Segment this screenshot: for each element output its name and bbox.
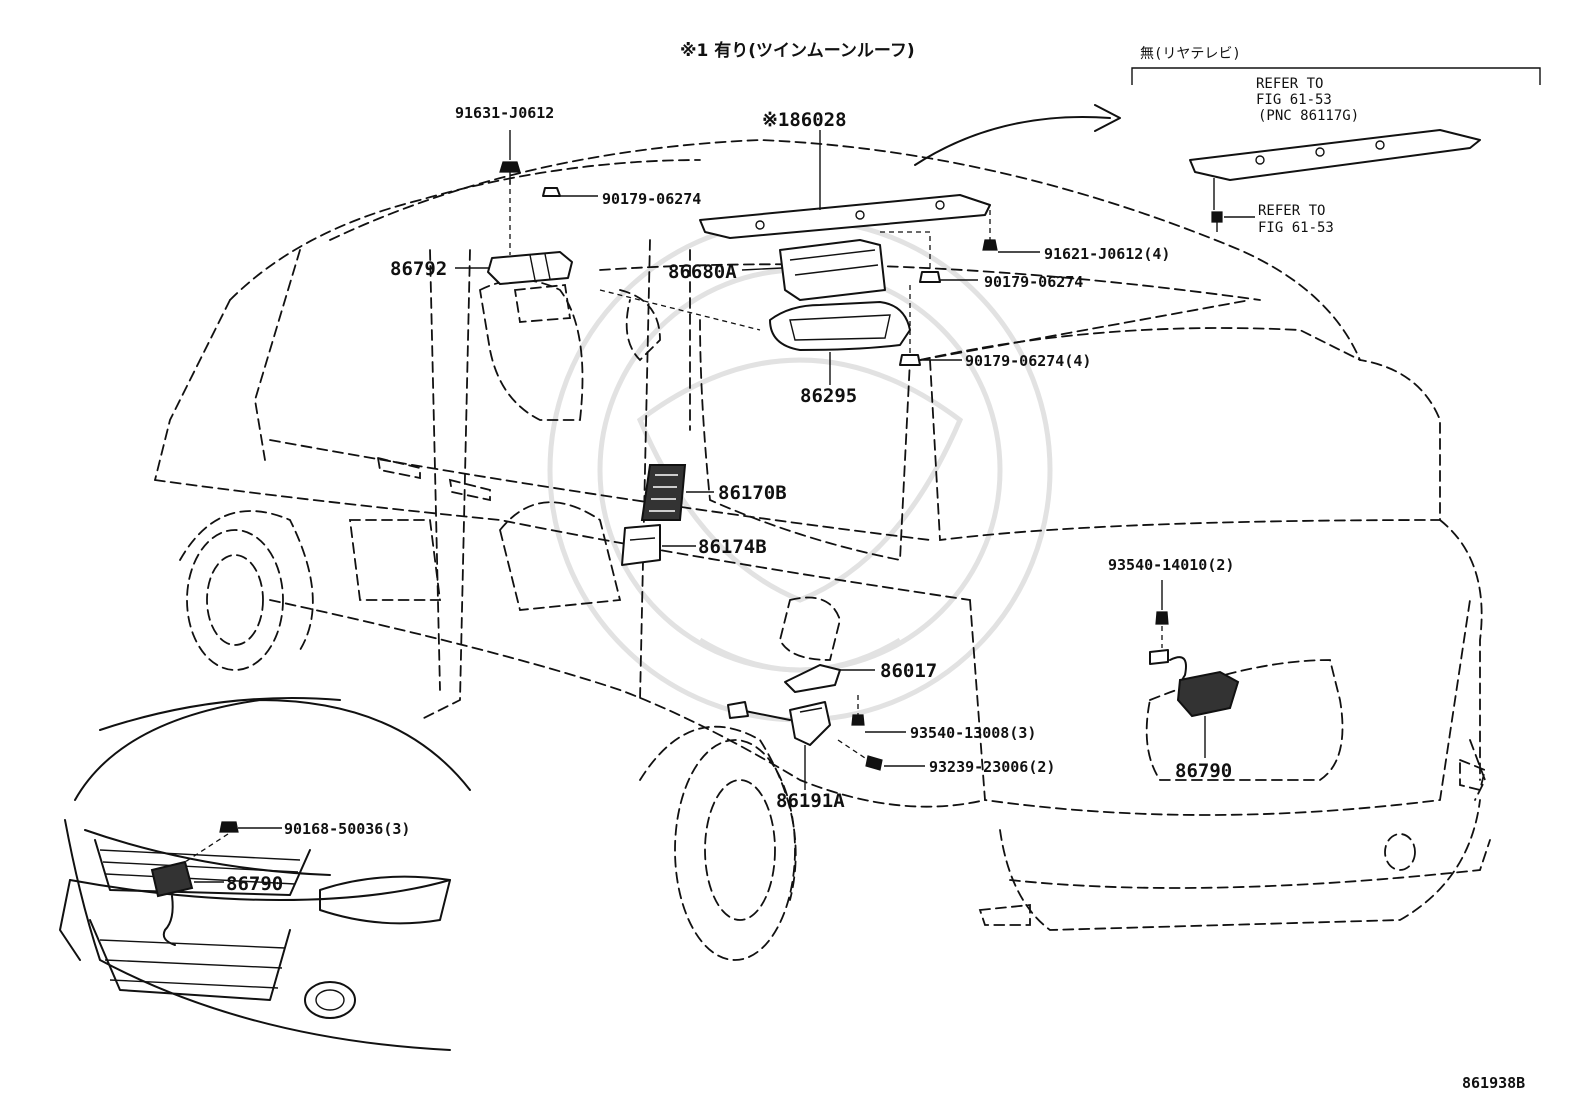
part-label-93540-a: 93540-14010(2) [1108,556,1234,574]
refer-fig-number: FIG 61-53 [1256,92,1332,108]
part-label-86792: 86792 [390,258,447,280]
part-label-86295: 86295 [800,385,857,407]
bolts-86191A [837,695,925,771]
cover-86174B [621,524,696,566]
part-label-93540-b: 93540-13008(3) [910,724,1036,742]
roof-bracket-86028 [699,130,991,239]
part-label-91621: 91621-J0612(4) [1044,245,1170,263]
part-label-90179-c: 90179-06274(4) [965,352,1091,370]
part-label-86191A: 86191A [776,790,845,812]
part-label-90179-a: 90179-06274 [602,190,701,208]
detail-arrow [914,104,1121,166]
front-camera-86790 [150,821,282,946]
part-label-86790-front: 86790 [226,873,283,895]
refer-fig-label: REFER TO [1256,76,1323,92]
front-view-inset [59,697,471,1051]
bracket-86017 [784,664,875,693]
console-frame-86295 [769,301,911,385]
refer-bolt-label: REFER TO [1258,203,1325,219]
part-label-86790-rear: 86790 [1175,760,1232,782]
option-note: ※1 有り(ツインムーンルーフ) [680,40,915,61]
part-label-91631: 91631-J0612 [455,104,554,122]
refer-pnc-label: (PNC 86117G) [1258,108,1359,124]
rear-tv-note: 無(リヤテレビ) [1140,46,1241,62]
part-label-86680A: 86680A [668,261,737,283]
roof-guide-lines [509,180,991,355]
rear-camera-86790 [1149,580,1240,758]
part-label-93239: 93239-23006(2) [929,758,1055,776]
labels: ※1 有り(ツインムーンルーフ) 無(リヤテレビ) REFER TO FIG 6… [226,40,1525,1092]
van-body [154,139,1491,961]
roof-fasteners [499,130,1040,366]
refer-bolt-number: FIG 61-53 [1258,220,1334,236]
rear-tv-detail [1131,67,1541,232]
part-label-86028: ※186028 [762,109,847,131]
part-label-86170B: 86170B [718,482,787,504]
figure-id: 861938B [1462,1074,1525,1092]
part-label-90168: 90168-50036(3) [284,820,410,838]
amplifier-86191A [727,701,831,790]
part-label-86017: 86017 [880,660,937,682]
speaker-86170B [640,464,714,521]
module-86792 [455,251,573,285]
part-label-86174B: 86174B [698,536,767,558]
part-label-90179-b: 90179-06274 [984,273,1083,291]
overhead-console-86680A [741,239,886,301]
